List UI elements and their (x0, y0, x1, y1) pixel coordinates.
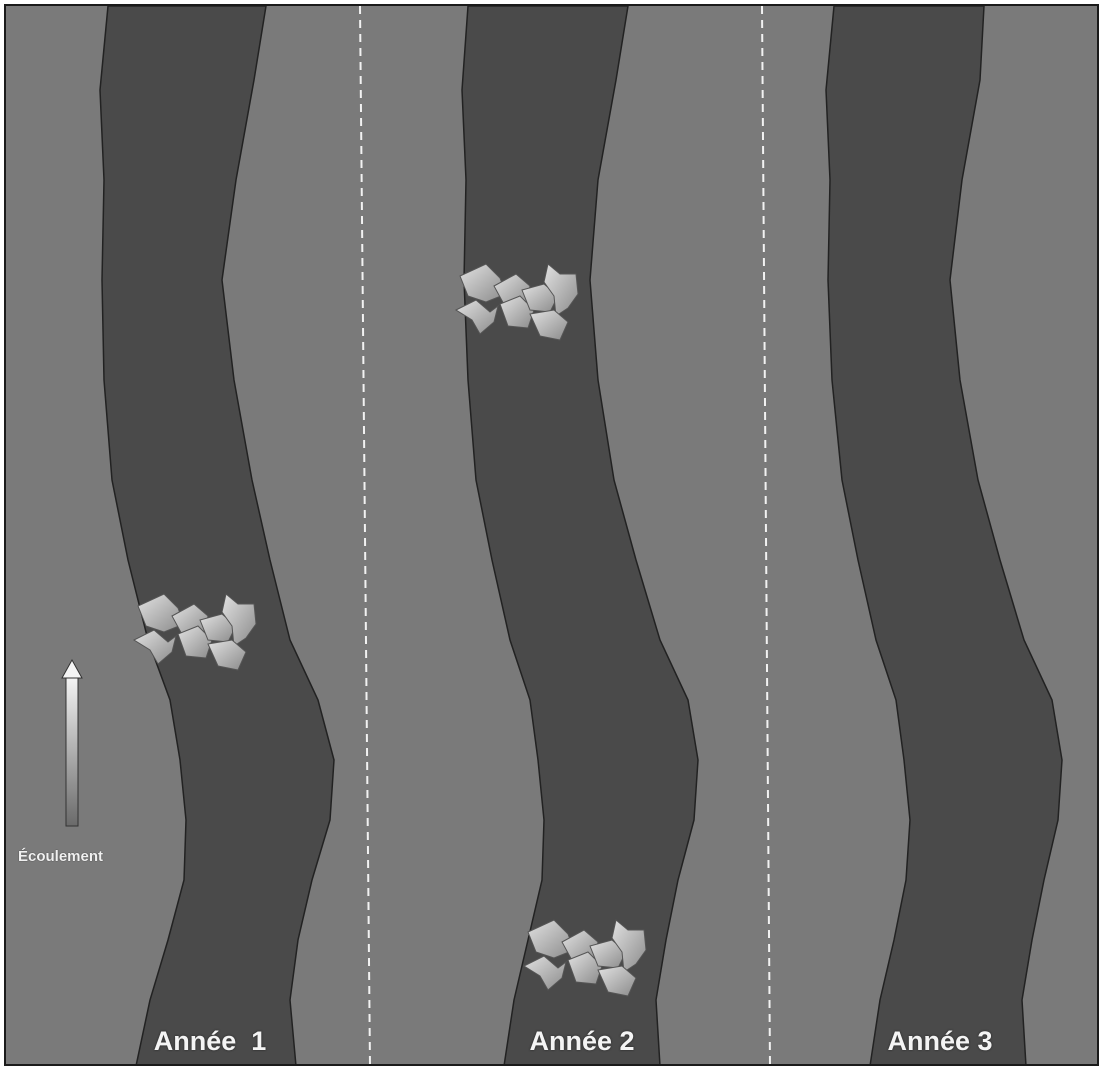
panel-label-year-1: Année 1 (90, 1026, 330, 1057)
flow-label: Écoulement (18, 848, 103, 865)
panel-label-year-2: Année 2 (462, 1026, 702, 1057)
panel-label-year-3: Année 3 (820, 1026, 1060, 1057)
